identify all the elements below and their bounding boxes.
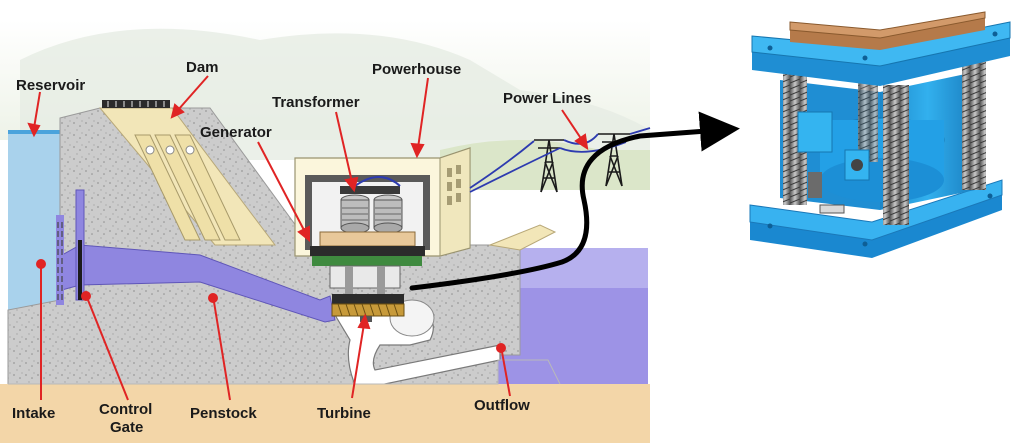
- hydro-scene: [0, 20, 651, 443]
- label-transformer: Transformer: [272, 94, 360, 111]
- transformer-icon: [340, 176, 403, 234]
- label-control-gate-line2: Gate: [110, 419, 143, 436]
- dam-crest-railing: [102, 100, 170, 108]
- label-turbine: Turbine: [317, 405, 371, 422]
- screw-jack: [962, 60, 986, 190]
- penstock-pipe: [61, 244, 336, 323]
- label-generator: Generator: [200, 124, 272, 141]
- diagram-labels: Reservoir Dam Powerhouse Transformer Gen…: [12, 59, 591, 436]
- device-top-plate: [790, 18, 985, 50]
- turbine-test-rig-device: [749, 11, 1011, 258]
- screw-jack: [858, 72, 878, 162]
- transmission-tower-icon: [598, 133, 630, 187]
- label-powerhouse: Powerhouse: [372, 61, 461, 78]
- label-dam: Dam: [186, 59, 219, 76]
- label-reservoir: Reservoir: [16, 77, 85, 94]
- label-power-lines: Power Lines: [503, 90, 591, 107]
- label-penstock: Penstock: [190, 405, 257, 422]
- generator-icon: [310, 231, 425, 296]
- connector-arrow: [409, 111, 740, 291]
- label-intake: Intake: [12, 405, 55, 422]
- label-control-gate-line1: Control: [99, 401, 152, 418]
- label-outflow: Outflow: [474, 397, 530, 414]
- ground: [0, 384, 650, 443]
- transmission-tower-icon: [534, 139, 564, 193]
- spillway-gates: [134, 134, 241, 241]
- screw-jack: [883, 85, 909, 225]
